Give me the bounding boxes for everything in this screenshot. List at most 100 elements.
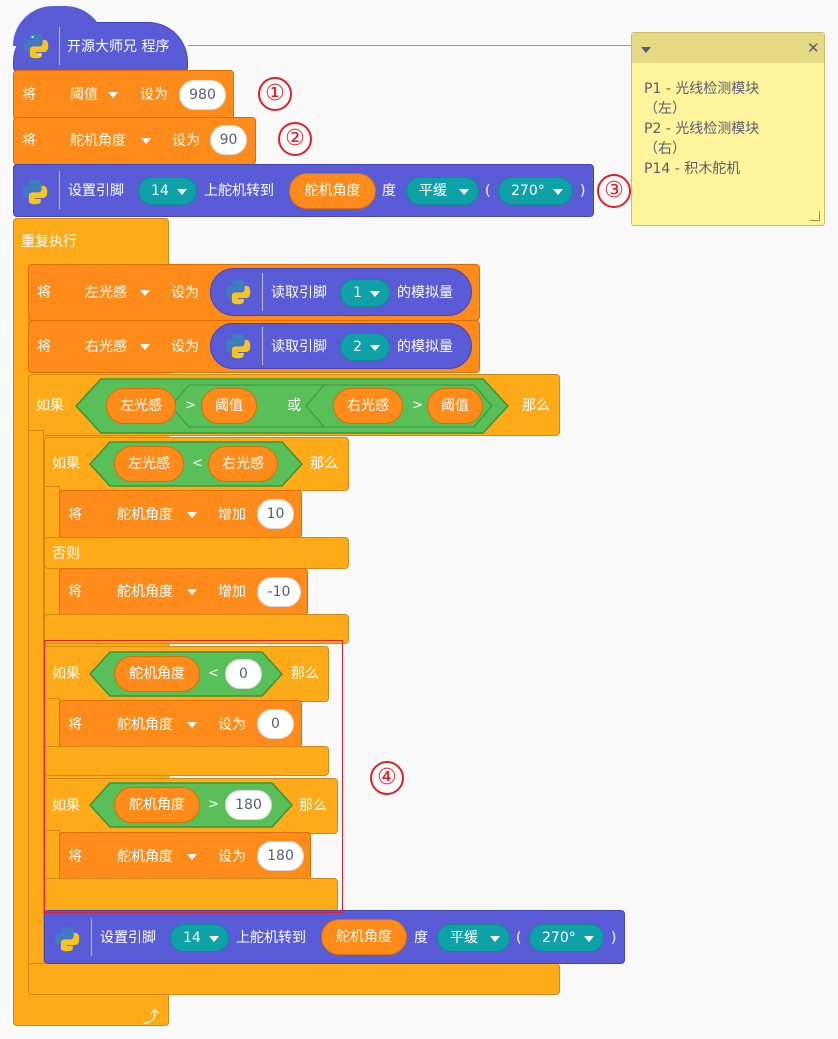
chevron-down-icon[interactable] (490, 936, 500, 942)
python-icon (54, 926, 80, 952)
python-icon (22, 179, 48, 205)
pin-dropdown[interactable]: 2 (340, 333, 390, 361)
chevron-down-icon[interactable] (140, 290, 150, 296)
close-icon[interactable]: ✕ (807, 39, 820, 57)
operator-label: > (208, 797, 219, 812)
if-else-foot (44, 614, 349, 644)
chevron-down-icon[interactable] (108, 92, 118, 98)
paren-close: ) (580, 183, 586, 199)
chevron-down-icon[interactable] (584, 936, 594, 942)
chevron-down-icon[interactable] (187, 512, 197, 518)
keyword-label: 将 (68, 584, 82, 600)
chevron-down-icon[interactable] (641, 47, 651, 53)
variable-dropdown[interactable]: 舵机角度 (117, 849, 173, 865)
pin-value: 1 (353, 285, 362, 301)
pin-value: 2 (353, 339, 362, 355)
variable-reporter[interactable]: 舵机角度 (114, 787, 200, 823)
variable-reporter[interactable]: 阈值 (201, 388, 257, 424)
chevron-down-icon[interactable] (141, 138, 151, 144)
variable-dropdown[interactable]: 舵机角度 (70, 133, 126, 149)
if-label: 如果 (52, 666, 80, 682)
variable-reporter[interactable]: 舵机角度 (114, 656, 200, 692)
variable-dropdown[interactable]: 左光感 (85, 285, 127, 301)
pin-dropdown[interactable]: 14 (138, 177, 197, 205)
chevron-down-icon[interactable] (187, 589, 197, 595)
then-label: 那么 (299, 798, 327, 814)
note-line: P14 - 积木舵机 (644, 161, 741, 177)
read-label-b: 的模拟量 (397, 285, 453, 301)
highlight-box (44, 640, 343, 913)
speed-dropdown[interactable]: 平缓 (437, 924, 510, 952)
chevron-down-icon[interactable] (459, 189, 469, 195)
servo-label-a: 设置引脚 (100, 930, 156, 946)
loop-arrow-icon: ⤴ (143, 1007, 160, 1026)
if-label: 如果 (52, 798, 80, 814)
pin-dropdown[interactable]: 14 (170, 924, 229, 952)
chevron-down-icon[interactable] (370, 291, 380, 297)
note-line: P2 - 光线检测模块 (644, 121, 760, 137)
value-input[interactable]: 90 (210, 125, 247, 155)
variable-reporter[interactable]: 右光感 (333, 388, 403, 424)
range-dropdown[interactable]: 270° (498, 177, 573, 205)
angle-reporter[interactable]: 舵机角度 (321, 919, 407, 955)
variable-dropdown[interactable]: 舵机角度 (117, 507, 173, 523)
op-label: 设为 (171, 285, 199, 301)
if-block-outer-arm (28, 430, 44, 968)
chevron-down-icon[interactable] (177, 189, 187, 195)
value-input[interactable]: 10 (257, 499, 294, 529)
python-icon (225, 333, 251, 359)
variable-dropdown[interactable]: 右光感 (85, 339, 127, 355)
pin-dropdown[interactable]: 1 (340, 279, 390, 307)
separator (262, 327, 263, 365)
comment-note[interactable]: ✕ P1 - 光线检测模块 （左） P2 - 光线检测模块 （右） P14 - … (631, 32, 825, 226)
keyword-label: 将 (68, 507, 82, 523)
op-label: 设为 (172, 133, 200, 149)
chevron-down-icon[interactable] (187, 854, 197, 860)
variable-dropdown[interactable]: 舵机角度 (117, 584, 173, 600)
angle-reporter[interactable]: 舵机角度 (289, 173, 376, 209)
servo-label-b: 上舵机转到 (236, 930, 306, 946)
separator (262, 273, 263, 311)
op-label: 增加 (218, 584, 246, 600)
resize-handle-icon[interactable] (810, 211, 820, 221)
hat-title: 开源大师兄 程序 (67, 39, 170, 55)
keyword-label: 将 (22, 87, 36, 103)
paren-close: ) (611, 930, 617, 946)
value-input[interactable]: 0 (225, 659, 262, 689)
value-input[interactable]: 180 (257, 841, 304, 871)
paren-open: ( (485, 183, 491, 199)
if-label: 如果 (36, 398, 64, 414)
paren-open: ( (516, 930, 522, 946)
operator-label: > (185, 398, 196, 413)
chevron-down-icon[interactable] (140, 344, 150, 350)
speed-value: 平缓 (450, 930, 478, 946)
chevron-down-icon[interactable] (187, 722, 197, 728)
variable-reporter[interactable]: 阈值 (427, 388, 483, 424)
separator (59, 171, 60, 209)
or-label: 或 (287, 398, 301, 414)
chevron-down-icon[interactable] (553, 189, 563, 195)
value-input[interactable]: 0 (257, 709, 294, 739)
value-input[interactable]: -10 (257, 577, 301, 607)
chevron-down-icon[interactable] (209, 936, 219, 942)
op-label: 设为 (140, 87, 168, 103)
value-input[interactable]: 180 (225, 790, 272, 820)
variable-reporter[interactable]: 左光感 (114, 446, 184, 482)
note-header[interactable] (632, 33, 824, 63)
python-icon (225, 279, 251, 305)
variable-reporter[interactable]: 右光感 (208, 446, 278, 482)
variable-dropdown[interactable]: 阈值 (70, 87, 98, 103)
chevron-down-icon[interactable] (370, 345, 380, 351)
forever-label: 重复执行 (21, 234, 77, 250)
speed-dropdown[interactable]: 平缓 (406, 177, 479, 205)
note-text[interactable]: P1 - 光线检测模块 （左） P2 - 光线检测模块 （右） P14 - 积木… (644, 79, 759, 179)
op-label: 设为 (218, 717, 246, 733)
keyword-label: 将 (68, 717, 82, 733)
step-badge-1: ① (258, 77, 292, 111)
value-input[interactable]: 980 (179, 80, 226, 110)
then-label: 那么 (310, 456, 338, 472)
variable-dropdown[interactable]: 舵机角度 (117, 717, 173, 733)
variable-reporter[interactable]: 左光感 (106, 388, 176, 424)
servo-label-b: 上舵机转到 (204, 183, 274, 199)
range-dropdown[interactable]: 270° (529, 924, 604, 952)
